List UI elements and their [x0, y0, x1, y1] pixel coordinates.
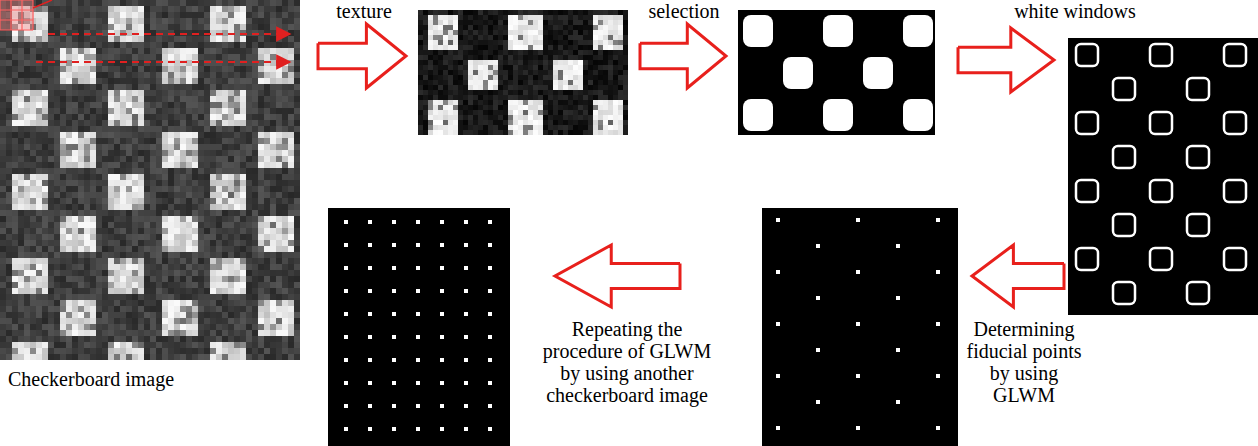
step-label: Determining fiducial points by using GLW…	[962, 318, 1086, 406]
step-label: selection	[632, 0, 736, 22]
block-arrow	[958, 28, 1054, 92]
checkerboard-image	[0, 0, 300, 360]
block-arrow	[972, 245, 1064, 307]
image-caption: Checkerboard image	[8, 368, 248, 390]
step-label: white windows	[1000, 0, 1150, 22]
block-arrow	[640, 24, 726, 88]
scan-overlay	[0, 0, 290, 62]
binary-image	[738, 10, 935, 135]
fiducial-point-image	[762, 208, 958, 446]
block-arrow	[318, 24, 406, 88]
block-arrow	[555, 245, 680, 307]
step-label: texture	[316, 0, 412, 22]
block-arrows	[318, 24, 1064, 307]
fiducial-grid-image	[328, 208, 510, 446]
window-outline-image	[1068, 38, 1258, 315]
step-label: Repeating the procedure of GLWM by using…	[533, 318, 721, 406]
texture-removed-image	[418, 10, 628, 135]
